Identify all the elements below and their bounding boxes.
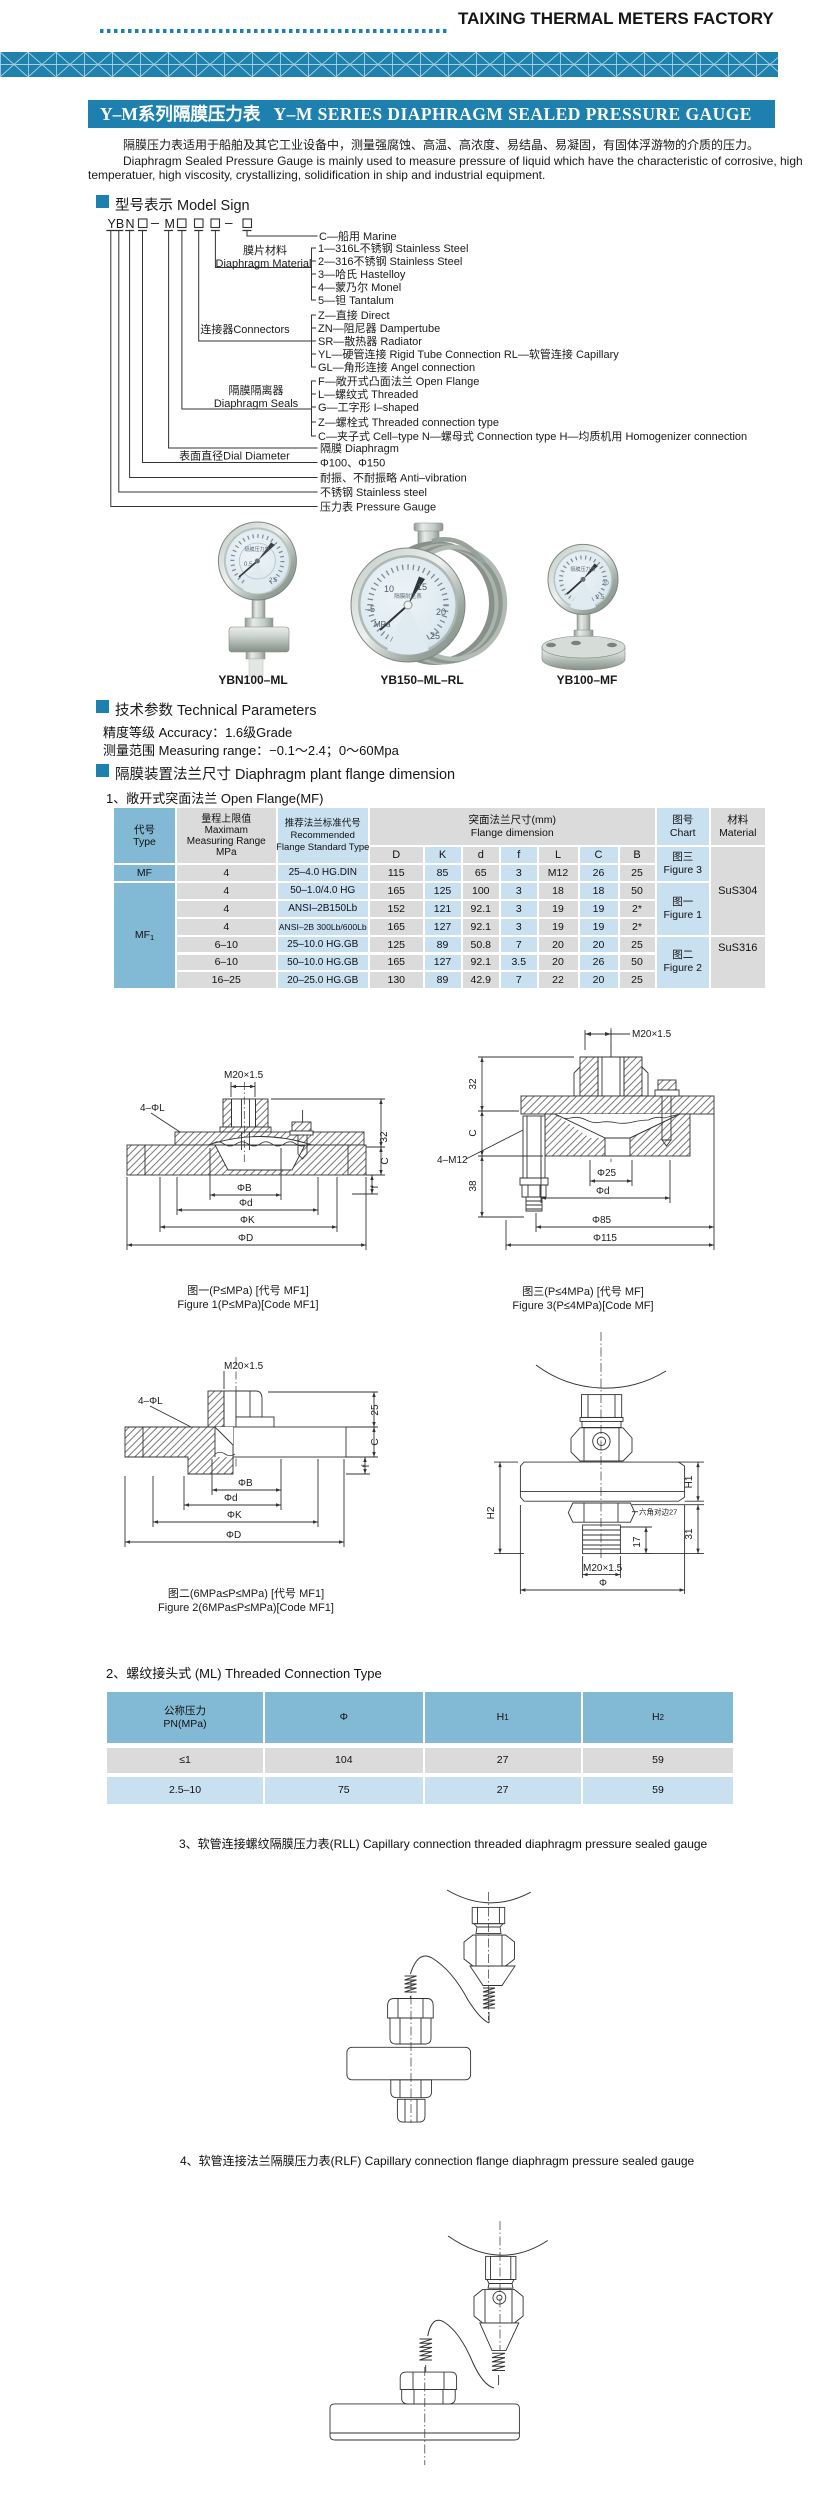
svg-text:Φ115: Φ115 — [593, 1233, 617, 1244]
svg-text:Z—螺栓式 Threaded connection type: Z—螺栓式 Threaded connection type — [318, 415, 499, 429]
svg-text:17: 17 — [632, 1536, 643, 1548]
svg-text:1—316L不锈钢 Stainless Steel: 1—316L不锈钢 Stainless Steel — [318, 242, 468, 255]
svg-text:f: f — [361, 1464, 372, 1467]
svg-text:M20×1.5: M20×1.5 — [224, 1361, 264, 1372]
svg-text:Φd: Φd — [224, 1493, 238, 1504]
svg-text:–5: –5 — [365, 604, 375, 614]
svg-text:隔膜压力表: 隔膜压力表 — [570, 566, 595, 573]
svg-text:H2: H2 — [486, 1506, 497, 1519]
svg-text:4–ΦL: 4–ΦL — [140, 1103, 165, 1114]
svg-text:N: N — [126, 217, 135, 231]
svg-text:0.5: 0.5 — [244, 562, 253, 568]
svg-text:Z—直接 Direct: Z—直接 Direct — [318, 308, 390, 322]
svg-text:Φ25: Φ25 — [597, 1168, 617, 1179]
svg-text:隔膜压力表: 隔膜压力表 — [244, 546, 269, 553]
svg-text:3—哈氏 Hastelloy: 3—哈氏 Hastelloy — [318, 268, 406, 281]
svg-text:M20×1.5: M20×1.5 — [224, 1070, 264, 1081]
svg-text:38: 38 — [468, 1180, 479, 1192]
svg-text:4—蒙乃尔 Monel: 4—蒙乃尔 Monel — [318, 281, 401, 294]
svg-text:C—船用 Marine: C—船用 Marine — [319, 229, 397, 243]
svg-text:5—钽 Tantalum: 5—钽 Tantalum — [318, 294, 394, 307]
svg-text:32: 32 — [379, 1131, 390, 1143]
svg-text:ΦK: ΦK — [227, 1510, 242, 1521]
svg-text:M: M — [165, 217, 175, 231]
svg-text:SR—散热器 Radiator: SR—散热器 Radiator — [318, 334, 422, 348]
svg-text:YB: YB — [108, 217, 125, 231]
svg-text:4–ΦL: 4–ΦL — [138, 1396, 163, 1407]
svg-text:20: 20 — [436, 607, 446, 617]
svg-text:H1: H1 — [684, 1475, 695, 1488]
svg-text:f: f — [370, 1185, 381, 1188]
svg-text:2.5: 2.5 — [596, 595, 605, 601]
svg-text:2—316不锈钢 Stainless Steel: 2—316不锈钢 Stainless Steel — [318, 255, 462, 268]
svg-text:隔膜耐压表: 隔膜耐压表 — [394, 592, 422, 600]
svg-text:Φ: Φ — [599, 1578, 607, 1589]
svg-text:Diaphragm Seals: Diaphragm Seals — [214, 398, 299, 410]
svg-text:C: C — [380, 1157, 390, 1164]
svg-text:Φ85: Φ85 — [592, 1215, 612, 1226]
svg-text:GL—角形连接 Angel connection: GL—角形连接 Angel connection — [318, 361, 475, 374]
svg-text:隔膜 Diaphragm: 隔膜 Diaphragm — [320, 442, 399, 455]
svg-text:压力表 Pressure Gauge: 压力表 Pressure Gauge — [320, 500, 436, 514]
svg-text:M20×1.5: M20×1.5 — [583, 1563, 623, 1574]
svg-text:MPa: MPa — [374, 620, 391, 629]
svg-text:隔膜隔离器: 隔膜隔离器 — [229, 383, 284, 397]
svg-text:六角对边27: 六角对边27 — [639, 1507, 677, 1517]
svg-text:4–M12: 4–M12 — [437, 1155, 468, 1166]
svg-text:YL—硬管连接 Rigid Tube Connection: YL—硬管连接 Rigid Tube Connection RL—软管连接 Ca… — [318, 347, 619, 361]
svg-text:ZN—阻尼器 Dampertube: ZN—阻尼器 Dampertube — [318, 322, 440, 335]
svg-text:ΦB: ΦB — [237, 1183, 252, 1194]
svg-text:C: C — [370, 1438, 381, 1445]
svg-text:25: 25 — [370, 1404, 381, 1416]
svg-text:Φd: Φd — [596, 1186, 610, 1197]
svg-text:表面直径Dial Diameter: 表面直径Dial Diameter — [179, 449, 290, 463]
svg-text:L—螺纹式 Threaded: L—螺纹式 Threaded — [318, 387, 418, 401]
svg-text:2.5: 2.5 — [269, 578, 278, 584]
svg-text:M20×1.5: M20×1.5 — [632, 1029, 672, 1040]
svg-text:F—敞开式凸面法兰 Open Flange: F—敞开式凸面法兰 Open Flange — [318, 374, 479, 388]
svg-text:31: 31 — [684, 1528, 695, 1540]
svg-text:连接器Connectors: 连接器Connectors — [200, 323, 290, 336]
svg-text:不锈钢 Stainless steel: 不锈钢 Stainless steel — [320, 486, 427, 499]
svg-text:25: 25 — [430, 631, 440, 641]
svg-text:膜片材料: 膜片材料 — [243, 243, 287, 257]
svg-text:Diaphragm Material: Diaphragm Material — [216, 258, 312, 270]
svg-text:ΦB: ΦB — [238, 1478, 253, 1489]
svg-text:ΦD: ΦD — [226, 1530, 241, 1541]
svg-text:ΦD: ΦD — [238, 1233, 253, 1244]
svg-text:Φd: Φd — [239, 1198, 253, 1209]
svg-text:10: 10 — [384, 584, 394, 594]
svg-text:32: 32 — [468, 1078, 479, 1090]
svg-text:G—工字形 I–shaped: G—工字形 I–shaped — [318, 400, 419, 414]
svg-text:ΦK: ΦK — [240, 1215, 255, 1226]
svg-text:耐振、不耐振略 Anti–vibration: 耐振、不耐振略 Anti–vibration — [320, 471, 467, 485]
svg-text:15: 15 — [417, 582, 427, 592]
svg-text:C: C — [468, 1129, 479, 1136]
svg-text:C—夹子式 Cell–type N—螺母式 Connect: C—夹子式 Cell–type N—螺母式 Connection type H—… — [318, 429, 747, 443]
svg-text:Φ100、Φ150: Φ100、Φ150 — [320, 458, 385, 470]
svg-text:20: 20 — [602, 581, 609, 587]
